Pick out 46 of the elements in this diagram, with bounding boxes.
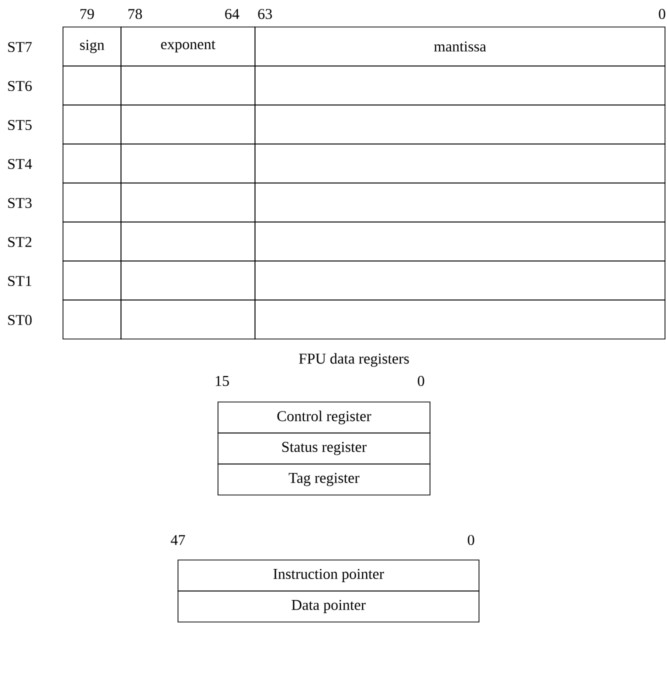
register-field <box>120 66 256 106</box>
register-field <box>120 300 256 340</box>
register-field <box>120 260 256 300</box>
register-field <box>254 260 666 300</box>
register-label: ST2 <box>8 236 32 248</box>
bit-number: 79 <box>80 8 94 20</box>
bit-number: 78 <box>128 8 142 20</box>
register-field <box>62 144 122 184</box>
register-field <box>254 66 666 106</box>
register-field: sign <box>62 26 122 66</box>
register-field <box>254 104 666 144</box>
register-field <box>62 182 122 222</box>
register-label: ST5 <box>8 120 32 130</box>
bit-number: 0 <box>418 376 424 386</box>
register-label: ST0 <box>8 314 32 326</box>
register-field <box>120 144 256 184</box>
register-box: Instruction pointer <box>178 560 480 592</box>
register-field <box>62 260 122 300</box>
bit-number: 64 <box>225 8 240 20</box>
register-field <box>254 222 666 262</box>
register-label: ST4 <box>8 158 32 170</box>
register-field <box>62 66 122 106</box>
register-field <box>62 104 122 144</box>
register-field: mantissa <box>254 26 666 66</box>
caption: FPU data registers <box>299 353 409 367</box>
register-box: Control register <box>218 402 430 434</box>
bit-number: 47 <box>170 535 186 545</box>
register-field <box>120 222 256 262</box>
register-field <box>62 300 122 340</box>
register-field <box>254 144 666 184</box>
register-box: Tag register <box>218 464 430 496</box>
register-box: Status register <box>218 432 430 464</box>
register-label: ST7 <box>8 42 32 52</box>
bit-number: 63 <box>258 8 272 20</box>
register-label: ST3 <box>8 198 32 208</box>
register-field <box>62 222 122 262</box>
register-field <box>254 300 666 340</box>
register-box: Data pointer <box>178 590 480 622</box>
register-field: exponent <box>120 26 256 66</box>
bit-number: 0 <box>468 534 474 546</box>
register-field <box>254 182 666 222</box>
register-field <box>120 182 256 222</box>
register-label: ST6 <box>8 80 32 92</box>
register-label: ST1 <box>8 276 32 286</box>
register-field <box>120 104 256 144</box>
bit-number: 15 <box>216 376 229 386</box>
